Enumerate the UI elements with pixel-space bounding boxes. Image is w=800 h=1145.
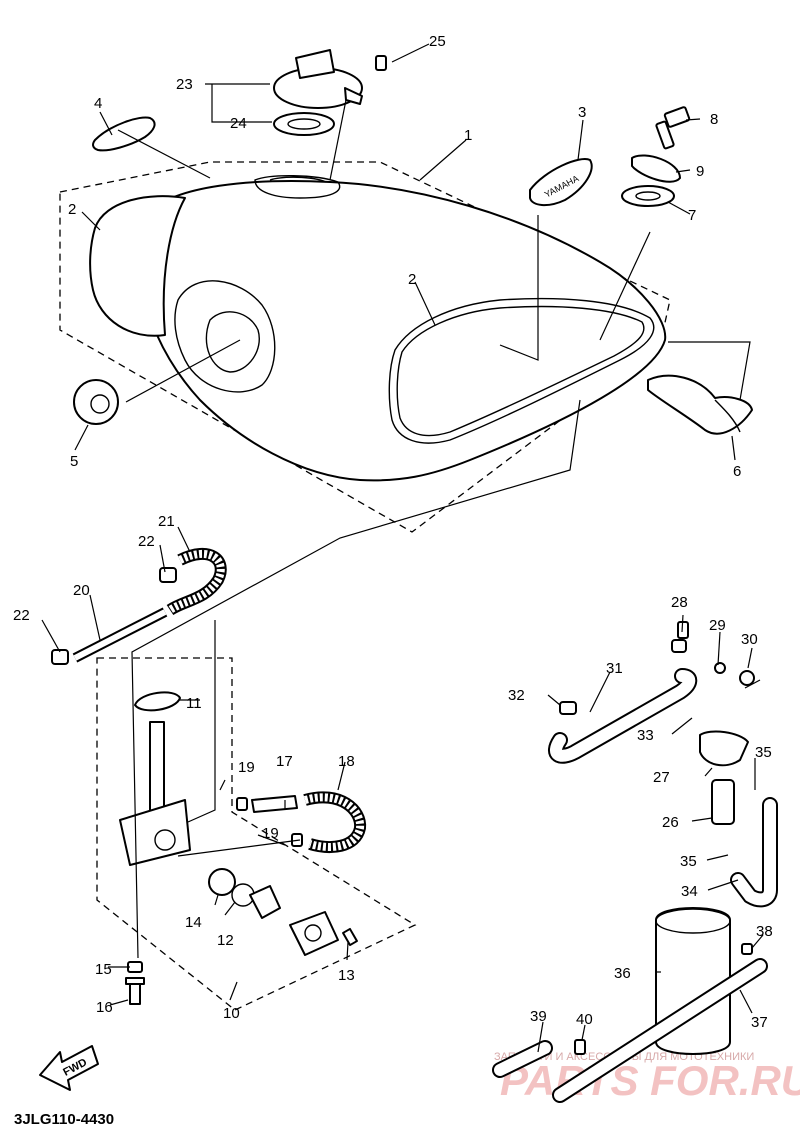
callout-38: 38: [756, 923, 773, 940]
diagram-code: 3JLG110-4430: [14, 1111, 114, 1128]
callout-7: 7: [688, 207, 696, 224]
callout-33: 33: [637, 727, 654, 744]
callout-15: 15: [95, 961, 112, 978]
callout-20: 20: [73, 582, 90, 599]
callout-2-knee-pad: 2: [408, 271, 416, 288]
callout-19-upper: 19: [238, 759, 255, 776]
callout-21: 21: [158, 513, 175, 530]
canister-assembly: [492, 621, 778, 1103]
fuel-hoses: [51, 548, 367, 853]
callout-35-lower: 35: [680, 853, 697, 870]
callout-34: 34: [681, 883, 698, 900]
callout-19-lower: 19: [262, 825, 279, 842]
callout-4: 4: [94, 95, 102, 112]
bolt-washer-set: [621, 106, 691, 207]
callout-11: 11: [186, 695, 202, 712]
watermark-main: PARTS FOR.RU: [500, 1057, 800, 1104]
callout-37: 37: [751, 1014, 768, 1031]
callout-31: 31: [606, 660, 623, 677]
callout-26: 26: [662, 814, 679, 831]
callout-23: 23: [176, 76, 193, 93]
callout-24: 24: [230, 115, 247, 132]
callout-28: 28: [671, 594, 688, 611]
callout-14: 14: [185, 914, 202, 931]
callout-30: 30: [741, 631, 758, 648]
callout-25: 25: [429, 33, 446, 50]
callout-8: 8: [710, 111, 718, 128]
callout-36: 36: [614, 965, 631, 982]
callout-22-upper: 22: [138, 533, 155, 550]
leader-lines: [41, 43, 764, 1053]
callout-5: 5: [70, 453, 78, 470]
fuel-cap: [273, 49, 387, 136]
tank-side-cover: [89, 195, 186, 337]
callout-1: 1: [464, 127, 472, 144]
tank-bracket: [647, 374, 753, 435]
fuel-tank: [139, 175, 667, 482]
callout-32: 32: [508, 687, 525, 704]
callout-9: 9: [696, 163, 704, 180]
rubber-cap: [73, 379, 119, 425]
callout-35-upper: 35: [755, 744, 772, 761]
callout-29: 29: [709, 617, 726, 634]
fuel-cock-assembly: [119, 691, 358, 1005]
callout-27: 27: [653, 769, 670, 786]
callout-39: 39: [530, 1008, 547, 1025]
callout-labels: 1 2 2 3 4 5 6 7 8 9 10 11 12 13 14 15 16…: [13, 33, 773, 1031]
emblem-strip: [92, 116, 156, 152]
callout-13: 13: [338, 967, 355, 984]
callout-10: 10: [223, 1005, 240, 1022]
callout-22-lower: 22: [13, 607, 30, 624]
callout-18: 18: [338, 753, 355, 770]
callout-17: 17: [276, 753, 293, 770]
dashed-group-outlines: [59, 161, 671, 1011]
yamaha-emblem: YAMAHA: [529, 158, 593, 206]
callout-40: 40: [576, 1011, 593, 1028]
callout-12: 12: [217, 932, 234, 949]
callout-16: 16: [96, 999, 113, 1016]
callout-2-side-cover: 2: [68, 201, 76, 218]
callout-3: 3: [578, 104, 586, 121]
forward-direction-arrow: FWD: [39, 1045, 99, 1091]
callout-6: 6: [733, 463, 741, 480]
